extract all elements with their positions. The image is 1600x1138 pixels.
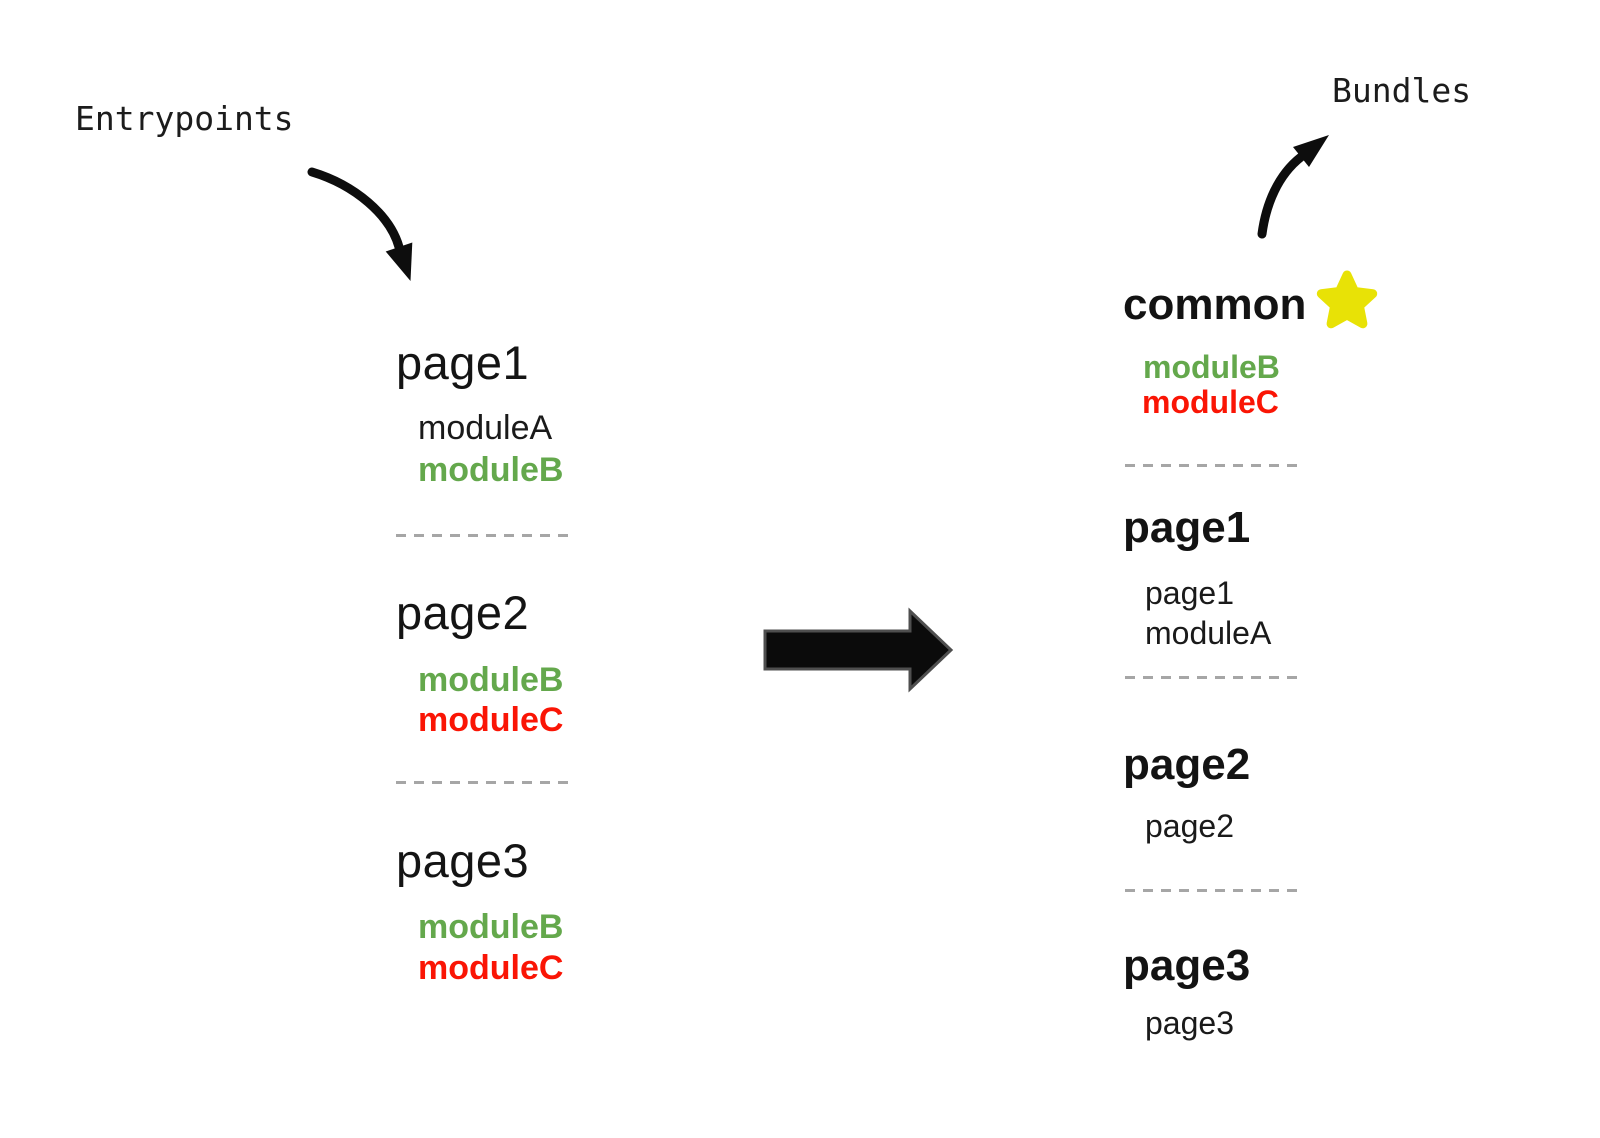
bundle-page2-item-page2: page2 (1145, 808, 1234, 844)
entrypoint-page3-moduleB: moduleB (418, 908, 564, 946)
bundles-arrow (1257, 135, 1329, 239)
entrypoint-page3-title: page3 (396, 834, 530, 887)
bundle-common-moduleC: moduleC (1142, 384, 1279, 420)
bundle-page1-item-moduleA: moduleA (1145, 615, 1272, 651)
bundle-common-title: common (1123, 280, 1307, 329)
entrypoints-label: Entrypoints (75, 99, 294, 138)
entrypoint-page2-moduleB: moduleB (418, 661, 564, 699)
bundle-page3-title: page3 (1123, 941, 1251, 990)
entrypoints-arrowhead-icon (385, 242, 413, 281)
bundle-page1-title: page1 (1123, 503, 1251, 552)
entrypoint-page1-title: page1 (396, 336, 530, 389)
entrypoints-arrow (307, 167, 413, 281)
entrypoint-page1-moduleB: moduleB (418, 451, 564, 489)
entrypoint-page3-moduleC: moduleC (418, 949, 564, 987)
bundle-common-moduleB: moduleB (1143, 349, 1280, 385)
entrypoint-page2-moduleC: moduleC (418, 701, 564, 739)
bundle-page1-item-page1: page1 (1145, 575, 1234, 611)
bundle-page3-item-page3: page3 (1145, 1005, 1234, 1041)
entrypoint-page2-title: page2 (396, 586, 530, 639)
left-divider-2 (396, 781, 570, 784)
right-divider-3 (1125, 889, 1305, 892)
left-divider-1 (396, 534, 570, 537)
bundles-arrowhead-icon (1293, 135, 1329, 167)
transform-arrow-icon (763, 607, 954, 693)
star-icon (1316, 270, 1378, 329)
right-divider-2 (1125, 676, 1305, 679)
entrypoint-page1-moduleA: moduleA (418, 409, 553, 447)
right-divider-1 (1125, 464, 1305, 467)
bundle-page2-title: page2 (1123, 740, 1251, 789)
bundles-label: Bundles (1332, 71, 1472, 110)
